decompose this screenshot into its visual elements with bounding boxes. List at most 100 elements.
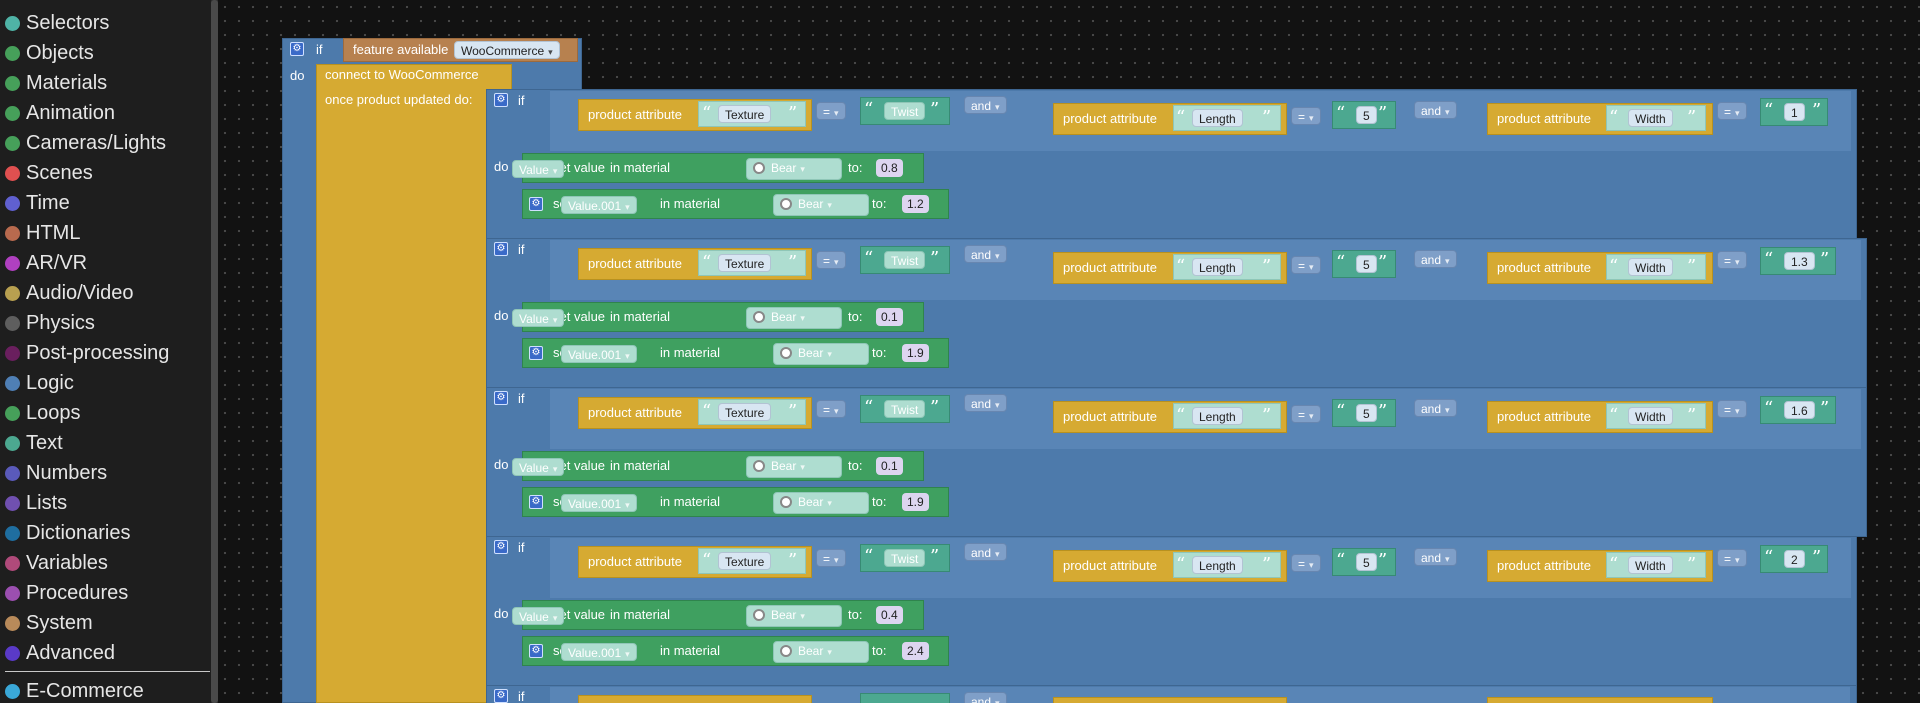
product-attribute-block[interactable]: [1053, 697, 1287, 703]
connect-woocommerce-block[interactable]: [316, 64, 512, 703]
product-attribute-block[interactable]: [578, 695, 812, 703]
category-animation[interactable]: Animation: [5, 98, 115, 128]
equals-dropdown[interactable]: =▾: [1291, 256, 1321, 274]
mutator-gear-icon[interactable]: ⚙: [529, 197, 543, 211]
attribute-name-field[interactable]: Texture: [718, 403, 772, 421]
chevron-down-icon[interactable]: ▾: [995, 251, 1000, 261]
attribute-name-field[interactable]: Width: [1628, 407, 1673, 425]
mutator-gear-icon[interactable]: ⚙: [290, 42, 304, 56]
value-name-dropdown[interactable]: Value.001▾: [561, 643, 637, 661]
chevron-down-icon[interactable]: ▾: [1735, 406, 1740, 416]
and-operator-dropdown[interactable]: and▾: [1414, 101, 1457, 119]
chevron-down-icon[interactable]: ▾: [1309, 113, 1314, 123]
and-operator-dropdown[interactable]: and▾: [1414, 250, 1457, 268]
equals-dropdown[interactable]: =▾: [1717, 102, 1747, 120]
text-value-field[interactable]: Twist: [884, 400, 926, 418]
chevron-down-icon[interactable]: ▾: [1309, 411, 1314, 421]
equals-dropdown[interactable]: =▾: [1291, 554, 1321, 572]
chevron-down-icon[interactable]: ▾: [548, 47, 553, 57]
mutator-gear-icon[interactable]: ⚙: [494, 93, 508, 107]
set-value-block[interactable]: [522, 302, 924, 332]
category-numbers[interactable]: Numbers: [5, 458, 107, 488]
material-dropdown[interactable]: Bear▾: [746, 158, 842, 180]
material-dropdown[interactable]: Bear▾: [746, 605, 842, 627]
category-text[interactable]: Text: [5, 428, 63, 458]
chevron-down-icon[interactable]: ▾: [552, 315, 558, 325]
attribute-name-field[interactable]: Length: [1192, 258, 1243, 276]
category-cameras-lights[interactable]: Cameras/Lights: [5, 128, 166, 158]
chevron-down-icon[interactable]: ▾: [827, 647, 832, 657]
chevron-down-icon[interactable]: ▾: [995, 698, 1000, 703]
material-dropdown[interactable]: Bear▾: [746, 456, 842, 478]
text-value-field[interactable]: Twist: [884, 251, 926, 269]
attribute-name-field[interactable]: Width: [1628, 556, 1673, 574]
mutator-gear-icon[interactable]: ⚙: [494, 391, 508, 405]
chevron-down-icon[interactable]: ▾: [800, 164, 805, 174]
value-name-dropdown[interactable]: Value.001▾: [561, 494, 637, 512]
category-physics[interactable]: Physics: [5, 308, 95, 338]
category-procedures[interactable]: Procedures: [5, 578, 128, 608]
equals-dropdown[interactable]: =▾: [1291, 405, 1321, 423]
equals-dropdown[interactable]: =▾: [1717, 251, 1747, 269]
chevron-down-icon[interactable]: ▾: [995, 102, 1000, 112]
width-value-field[interactable]: 1.3: [1784, 252, 1815, 270]
and-operator-dropdown[interactable]: and▾: [964, 394, 1007, 412]
category-selectors[interactable]: Selectors: [5, 8, 109, 38]
and-operator-dropdown[interactable]: and▾: [1414, 399, 1457, 417]
text-value-field[interactable]: Twist: [884, 102, 926, 120]
category-materials[interactable]: Materials: [5, 68, 107, 98]
and-operator-dropdown[interactable]: and▾: [964, 543, 1007, 561]
chevron-down-icon[interactable]: ▾: [1735, 555, 1740, 565]
number-input[interactable]: 0.1: [876, 457, 903, 475]
chevron-down-icon[interactable]: ▾: [827, 200, 832, 210]
category-ar-vr[interactable]: AR/VR: [5, 248, 87, 278]
value-name-dropdown[interactable]: Value▾: [512, 309, 565, 327]
sidebar-scrollbar-thumb[interactable]: [211, 0, 218, 703]
chevron-down-icon[interactable]: ▾: [995, 549, 1000, 559]
chevron-down-icon[interactable]: ▾: [1309, 262, 1314, 272]
category-system[interactable]: System: [5, 608, 93, 638]
equals-dropdown[interactable]: =▾: [1291, 107, 1321, 125]
chevron-down-icon[interactable]: ▾: [552, 166, 558, 176]
chevron-down-icon[interactable]: ▾: [625, 351, 630, 361]
chevron-down-icon[interactable]: ▾: [1735, 257, 1740, 267]
number-value-field[interactable]: 5: [1356, 553, 1377, 571]
attribute-name-field[interactable]: Width: [1628, 258, 1673, 276]
category-variables[interactable]: Variables: [5, 548, 108, 578]
chevron-down-icon[interactable]: ▾: [995, 400, 1000, 410]
chevron-down-icon[interactable]: ▾: [834, 108, 839, 118]
category-dictionaries[interactable]: Dictionaries: [5, 518, 130, 548]
equals-dropdown[interactable]: =▾: [1717, 549, 1747, 567]
number-input[interactable]: 1.9: [902, 344, 929, 362]
chevron-down-icon[interactable]: ▾: [827, 349, 832, 359]
and-operator-dropdown[interactable]: and▾: [1414, 548, 1457, 566]
chevron-down-icon[interactable]: ▾: [1445, 107, 1450, 117]
set-value-block[interactable]: [522, 153, 924, 183]
number-value-field[interactable]: 5: [1356, 106, 1377, 124]
material-dropdown[interactable]: Bear▾: [773, 492, 869, 514]
chevron-down-icon[interactable]: ▾: [800, 611, 805, 621]
material-dropdown[interactable]: Bear▾: [746, 307, 842, 329]
mutator-gear-icon[interactable]: ⚙: [529, 644, 543, 658]
width-value-field[interactable]: 1.6: [1784, 401, 1815, 419]
category-time[interactable]: Time: [5, 188, 70, 218]
product-attribute-block[interactable]: [1487, 697, 1713, 703]
equals-dropdown[interactable]: =▾: [816, 102, 846, 120]
mutator-gear-icon[interactable]: ⚙: [494, 540, 508, 554]
mutator-gear-icon[interactable]: ⚙: [529, 495, 543, 509]
text-block[interactable]: [1332, 399, 1396, 427]
category-e-commerce[interactable]: E-Commerce: [5, 676, 144, 703]
number-value-field[interactable]: 5: [1356, 404, 1377, 422]
number-input[interactable]: 1.2: [902, 195, 929, 213]
value-name-dropdown[interactable]: Value▾: [512, 458, 565, 476]
mutator-gear-icon[interactable]: ⚙: [494, 242, 508, 256]
chevron-down-icon[interactable]: ▾: [1735, 108, 1740, 118]
chevron-down-icon[interactable]: ▾: [1445, 256, 1450, 266]
equals-dropdown[interactable]: =▾: [816, 549, 846, 567]
width-value-field[interactable]: 1: [1784, 103, 1805, 121]
equals-dropdown[interactable]: =▾: [1717, 400, 1747, 418]
material-dropdown[interactable]: Bear▾: [773, 194, 869, 216]
chevron-down-icon[interactable]: ▾: [625, 500, 630, 510]
text-block[interactable]: [1760, 98, 1828, 126]
sidebar-scrollbar[interactable]: [211, 0, 218, 703]
